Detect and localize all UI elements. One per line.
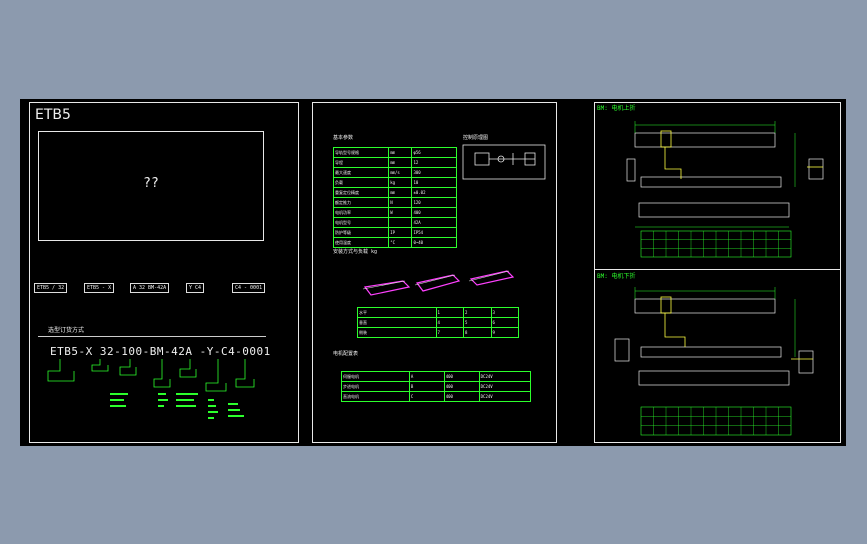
table-cell: 4 xyxy=(437,318,464,327)
table-cell: N xyxy=(389,198,413,207)
table-cell: 12 xyxy=(413,160,419,165)
table-cell: IP xyxy=(389,228,413,237)
table-cell: DC24V xyxy=(480,384,493,389)
table-cell: DC24V xyxy=(480,394,493,399)
table-cell: 8 xyxy=(464,328,492,337)
table-cell: C xyxy=(410,392,445,401)
table-cell: mm xyxy=(389,188,413,197)
image-frame: ?? xyxy=(38,131,264,241)
table-cell: B xyxy=(410,382,445,391)
tag-row: ETB5 / 32 ETB5 - X A 32 BM-42A Y C4 C4 -… xyxy=(34,283,294,297)
table-cell: 10 xyxy=(413,180,419,185)
table-cell: 3 xyxy=(492,310,495,315)
top-heading: BM: 电机上折 xyxy=(597,105,636,112)
order-divider xyxy=(38,336,266,337)
table-cell: φ56 xyxy=(413,150,421,155)
table-cell: A xyxy=(410,372,445,381)
table-cell: 300 xyxy=(413,170,421,175)
table-cell: 1 xyxy=(437,308,464,317)
table-cell: 电机功率 xyxy=(334,208,390,217)
sheet-dimension-drawings[interactable]: BM: 电机上折 BM: 电机下折 xyxy=(594,102,841,443)
table-cell: 400 xyxy=(445,372,480,381)
table-cell: ±0.02 xyxy=(413,190,426,195)
table-cell: 42A xyxy=(413,220,421,225)
table-cell xyxy=(389,218,413,227)
order-heading: 选型订货方式 xyxy=(48,327,85,334)
table-cell: 7 xyxy=(437,328,464,337)
table-cell: 重复定位精度 xyxy=(334,188,390,197)
bottom-heading: BM: 电机下折 xyxy=(597,273,636,280)
table-cell: 电机型号 xyxy=(334,218,390,227)
table-cell: 防护等级 xyxy=(334,228,390,237)
table-cell: 导程 xyxy=(334,158,390,167)
motor-heading: 电机配置表 xyxy=(333,351,359,357)
table-cell: mm xyxy=(389,148,413,157)
table-cell: 0~40 xyxy=(413,240,424,245)
spec-heading: 基本参数 xyxy=(333,135,354,141)
divider xyxy=(595,269,840,270)
tag-3: A 32 BM-42A xyxy=(130,283,170,293)
table-cell: 水平 xyxy=(358,308,437,317)
table-cell: 负载 xyxy=(334,178,390,187)
spec-row: 电机型号 42A xyxy=(334,218,456,228)
tag-5: C4 - 0001 xyxy=(232,283,266,293)
diagram-heading: 控制原理图 xyxy=(463,135,489,141)
table-cell: 最大速度 xyxy=(334,168,390,177)
table-cell: 5 xyxy=(464,318,492,327)
table-cell: °C xyxy=(389,238,413,247)
table-cell: 侧装 xyxy=(358,328,437,337)
table-cell: W xyxy=(389,208,413,217)
tag-1: ETB5 / 32 xyxy=(34,283,68,293)
table-cell: 120 xyxy=(413,200,421,205)
table-cell: DC24V xyxy=(480,374,493,379)
table-cell: 导轨型号规格 xyxy=(334,148,390,157)
cad-canvas[interactable]: ETB5 ?? ETB5 / 32 ETB5 - X A 32 BM-42A Y… xyxy=(20,99,846,446)
table-cell: 额定推力 xyxy=(334,198,390,207)
table-cell: 2 xyxy=(464,308,492,317)
tag-4: Y C4 xyxy=(186,283,205,293)
image-placeholder: ?? xyxy=(143,176,159,191)
sheet-title: ETB5 xyxy=(35,107,71,123)
tag-2: ETB5 - X xyxy=(84,283,115,293)
order-code: ETB5-X 32-100-BM-42A -Y-C4-0001 xyxy=(50,345,271,358)
sheet-overview[interactable]: ETB5 ?? ETB5 / 32 ETB5 - X A 32 BM-42A Y… xyxy=(29,102,299,443)
load-heading: 安装方式与负载 kg xyxy=(333,249,378,255)
table-cell: 垂直 xyxy=(358,318,437,327)
table-cell: 直流电机 xyxy=(342,392,410,401)
order-code-leaders xyxy=(47,359,255,419)
control-diagram xyxy=(362,144,546,296)
table-cell: 400 xyxy=(445,392,480,401)
table-cell: IP54 xyxy=(413,230,424,235)
table-cell: mm/s xyxy=(389,168,413,177)
table-cell: 6 xyxy=(492,320,495,325)
table-cell: mm xyxy=(389,158,413,167)
table-cell: kg xyxy=(389,178,413,187)
table-cell: 400 xyxy=(413,210,421,215)
table-cell: 步进电机 xyxy=(342,382,410,391)
table-cell: 9 xyxy=(492,330,495,335)
dimension-drawings xyxy=(614,121,824,436)
table-cell: 使用温度 xyxy=(334,238,390,247)
table-cell: 400 xyxy=(445,382,480,391)
table-cell: 伺服电机 xyxy=(342,372,410,381)
